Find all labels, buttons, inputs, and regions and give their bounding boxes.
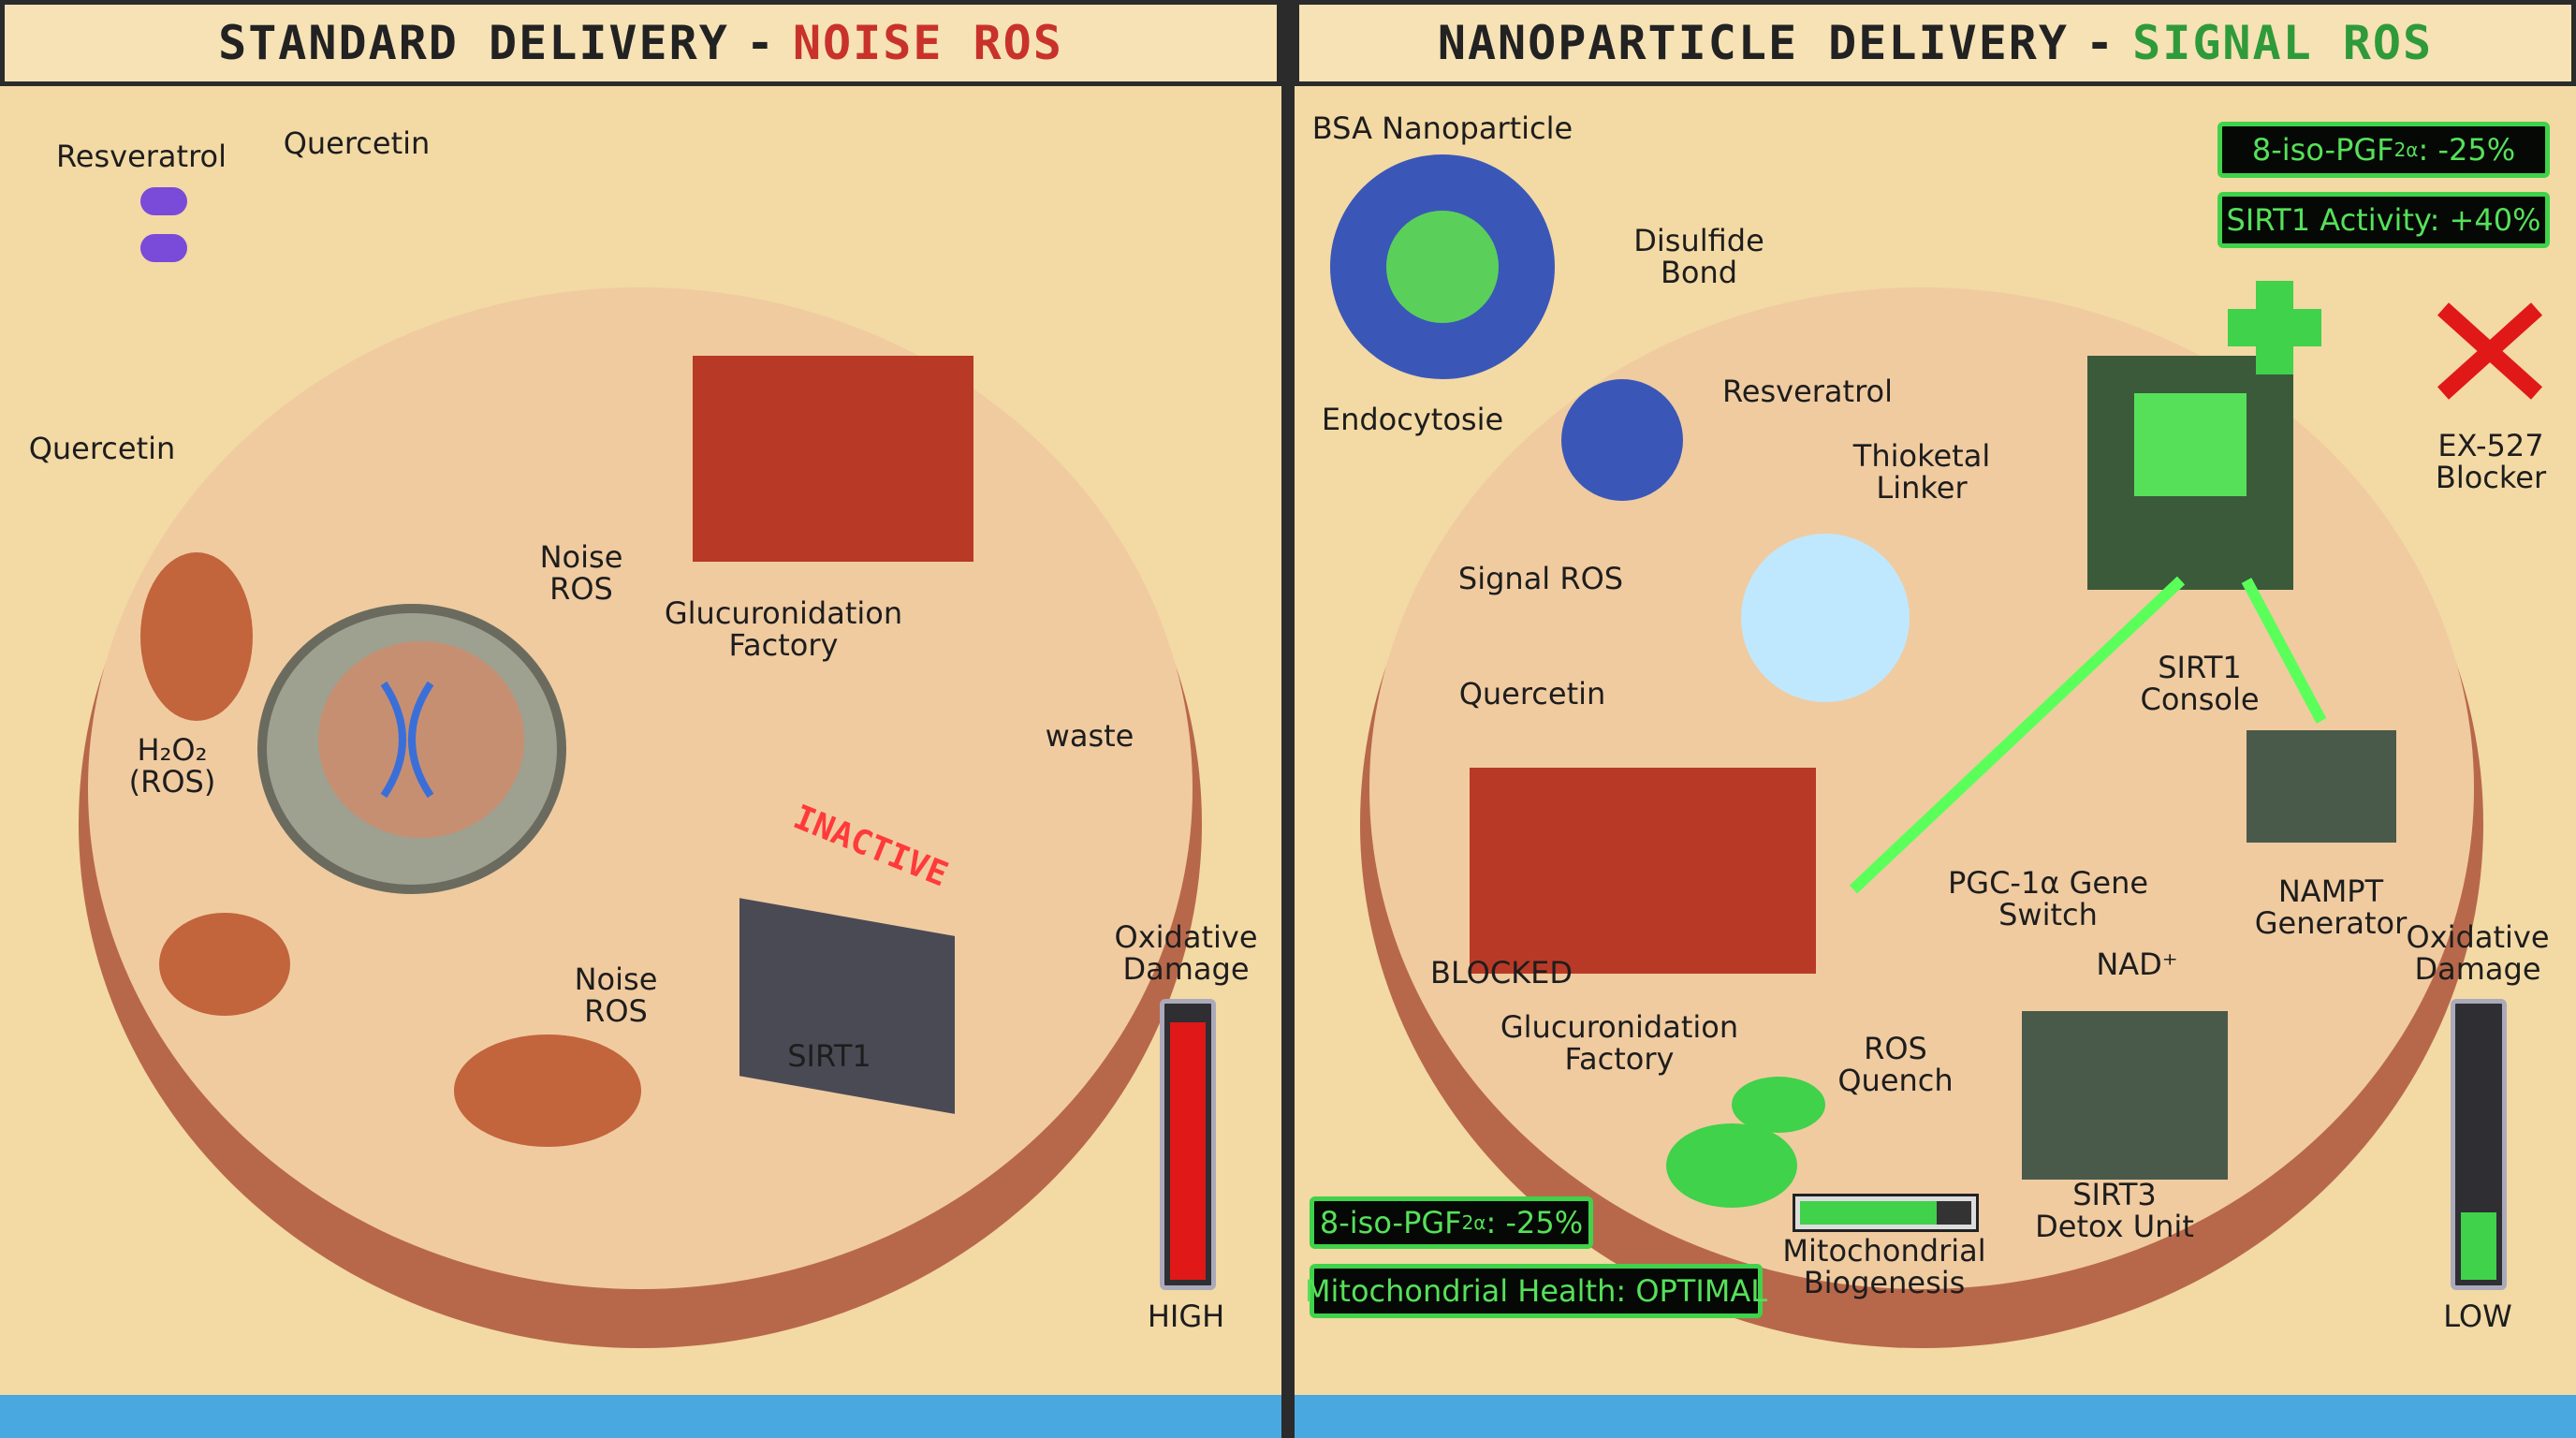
readout-value: : -25% bbox=[2418, 132, 2516, 168]
title-separator: - bbox=[745, 16, 776, 70]
mitochondrion bbox=[454, 1034, 641, 1147]
burst-icon bbox=[1741, 534, 1910, 702]
readout-mito-health: Mitochondrial Health: OPTIMAL bbox=[1305, 1264, 1767, 1318]
label-resveratrol: Resveratrol bbox=[55, 139, 227, 174]
label-disulfide-bond: Disulfide Bond bbox=[1633, 223, 1764, 290]
healthy-mitochondrion bbox=[1666, 1123, 1797, 1208]
label-noise-ros: Noise ROS bbox=[539, 539, 623, 607]
right-title-accent: SIGNAL ROS bbox=[2132, 16, 2434, 70]
left-header: STANDARD DELIVERY - NOISE ROS bbox=[0, 0, 1281, 86]
sirt1-arcade-icon bbox=[739, 898, 955, 1114]
label-blocked: BLOCKED bbox=[1429, 955, 1573, 990]
label-ex527: EX-527 Blocker bbox=[2435, 428, 2547, 495]
resveratrol-capsule-icon bbox=[140, 187, 187, 215]
label-factory: Glucuronidation Factory bbox=[664, 595, 903, 663]
readout-value: : -25% bbox=[1486, 1205, 1584, 1240]
label-nad: NAD⁺ bbox=[2096, 946, 2178, 982]
gauge-level-high: HIGH bbox=[1147, 1299, 1225, 1334]
sirt3-detox-icon bbox=[2022, 1011, 2228, 1180]
label-factory: Glucuronidation Factory bbox=[1500, 1009, 1739, 1077]
oxidative-damage-gauge-left bbox=[1160, 999, 1216, 1290]
panel-divider bbox=[1281, 0, 1295, 1438]
endocytosed-nanoparticle-icon bbox=[1561, 379, 1683, 501]
label-quercetin: Quercetin bbox=[1458, 676, 1606, 712]
label-quercetin: Quercetin bbox=[283, 125, 431, 161]
right-header: NANOPARTICLE DELIVERY - SIGNAL ROS bbox=[1295, 0, 2576, 86]
label-h2o2: H₂O₂ (ROS) bbox=[128, 732, 216, 800]
cell-cytoplasm-left bbox=[88, 287, 1193, 1289]
mitochondrion bbox=[159, 913, 290, 1016]
label-nampt: NAMPT Generator bbox=[2254, 873, 2408, 941]
readout-subscript: 2α bbox=[1461, 1211, 1486, 1234]
label-signal-ros: Signal ROS bbox=[1457, 561, 1624, 596]
label-bsa-nanoparticle: BSA Nanoparticle bbox=[1311, 110, 1573, 146]
dna-icon bbox=[380, 681, 434, 799]
label-ros-quench: ROS Quench bbox=[1837, 1031, 1954, 1098]
label-oxidative-damage: Oxidative Damage bbox=[2406, 919, 2550, 987]
resveratrol-capsule-icon bbox=[140, 234, 187, 262]
factory-icon bbox=[693, 356, 973, 562]
label-quercetin: Quercetin bbox=[28, 431, 176, 466]
label-endocytosie: Endocytosie bbox=[1321, 402, 1504, 437]
label-mito-biogenesis: Mitochondrial Biogenesis bbox=[1782, 1233, 1986, 1300]
right-title: NANOPARTICLE DELIVERY bbox=[1437, 16, 2069, 70]
readout-text: 8-iso-PGF bbox=[2251, 132, 2394, 168]
readout-sirt1-activity: SIRT1 Activity: +40% bbox=[2217, 192, 2550, 248]
signal-beam bbox=[1849, 576, 2186, 894]
nucleus-interior bbox=[318, 641, 524, 838]
label-resveratrol: Resveratrol bbox=[1721, 374, 1894, 409]
label-oxidative-damage: Oxidative Damage bbox=[1114, 919, 1258, 987]
label-waste: waste bbox=[1045, 718, 1134, 754]
label-sirt3: SIRT3 Detox Unit bbox=[2035, 1177, 2194, 1244]
healthy-mitochondrion bbox=[1732, 1077, 1825, 1133]
label-sirt1: SIRT1 bbox=[787, 1038, 871, 1074]
gauge-level-low: LOW bbox=[2443, 1299, 2512, 1334]
title-separator: - bbox=[2086, 16, 2116, 70]
label-pgc1a: PGC-1α Gene Switch bbox=[1947, 865, 2149, 932]
signal-beam bbox=[2241, 578, 2327, 724]
readout-subscript: 2α bbox=[2393, 139, 2419, 161]
readout-text: 8-iso-PGF bbox=[1319, 1205, 1462, 1240]
mitochondrion bbox=[140, 552, 253, 721]
blocked-factory-icon bbox=[1470, 768, 1816, 974]
label-noise-ros: Noise ROS bbox=[574, 961, 658, 1029]
oxidative-damage-gauge-right bbox=[2451, 999, 2507, 1290]
left-title-accent: NOISE ROS bbox=[792, 16, 1063, 70]
mito-biogenesis-bar bbox=[1793, 1194, 1979, 1232]
left-title: STANDARD DELIVERY bbox=[218, 16, 729, 70]
nampt-generator-icon bbox=[2247, 730, 2396, 843]
label-sirt1-console: SIRT1 Console bbox=[2140, 650, 2260, 717]
label-thioketal-linker: Thioketal Linker bbox=[1852, 438, 1991, 506]
